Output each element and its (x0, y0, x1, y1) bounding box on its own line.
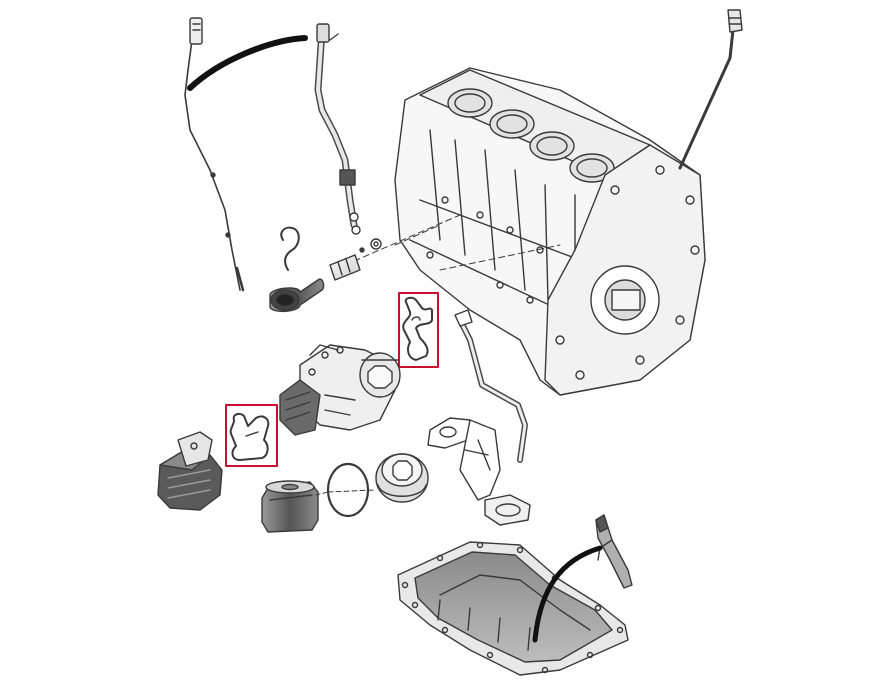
dipstick-right (678, 9, 743, 170)
o-ring (280, 226, 300, 271)
oil-filter-element (261, 480, 329, 533)
engine-block (344, 67, 706, 396)
oil-filter-cap (375, 453, 429, 503)
highlighted-gasket-lower (225, 404, 278, 467)
funnel (269, 278, 325, 312)
oil-level-sensor (184, 17, 245, 292)
sensor-lead-wire (187, 35, 308, 91)
dipstick-guide-tube (314, 23, 361, 235)
oil-sump-pan (397, 541, 629, 676)
oil-pump-pickup (427, 309, 531, 526)
oil-cooler (157, 431, 223, 511)
large-o-ring (326, 462, 376, 518)
oil-filter-housing (279, 344, 401, 436)
sump-plug (595, 514, 633, 589)
oil-pressure-switch (329, 238, 382, 281)
highlighted-gasket-upper (398, 292, 439, 368)
